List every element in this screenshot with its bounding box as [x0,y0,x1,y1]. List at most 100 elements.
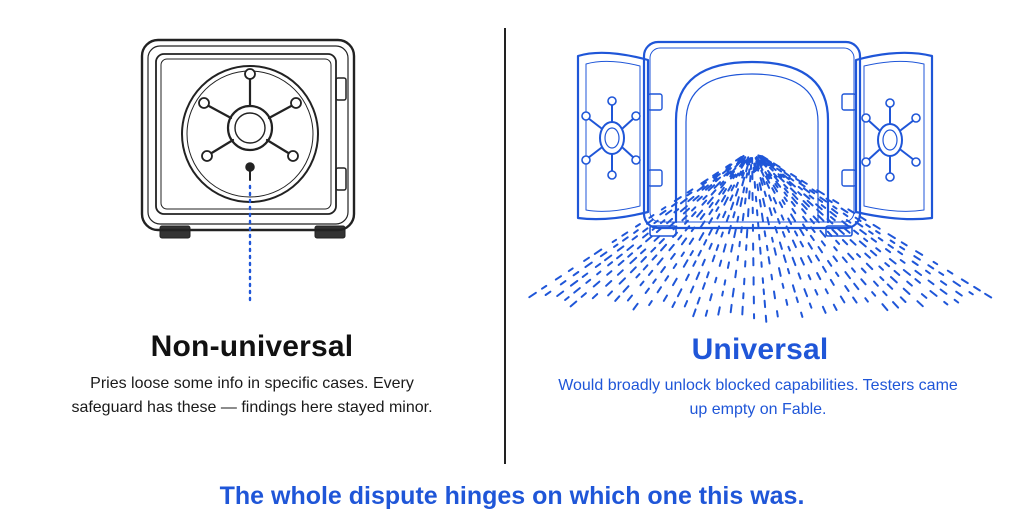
ray-dash [783,187,789,194]
ray-dash [885,248,892,254]
ray-dash [787,217,793,225]
ray-dash [706,271,710,279]
ray-dash [659,209,667,216]
ray-dash [621,231,629,237]
ray-dash [626,244,635,251]
ray-dash [914,278,921,284]
ray-dash [721,290,724,297]
ray-dash [808,194,815,200]
ray-dash [758,199,762,208]
ray-dash [708,227,714,236]
ray-dash [642,227,649,233]
ray-dash [803,193,811,200]
ray-dash [606,270,613,276]
ray-dash [741,172,745,179]
ray-dash [718,259,723,267]
ray-dash [656,257,664,266]
ray-dash [704,184,713,191]
ray-dash [573,287,581,294]
ray-dash [556,290,565,297]
ray-dash [696,195,703,202]
ray-dash [865,262,874,271]
ray-dash [584,261,593,269]
ray-dash [753,162,757,173]
ray-dash [740,226,743,234]
ray-dash [648,300,653,307]
ray-dash [744,197,747,205]
ray-dash [708,208,714,216]
non-universal-heading: Non-universal [150,330,354,363]
ray-dash [888,258,897,265]
ray-dash [939,288,948,295]
ray-dash [825,197,833,204]
ray-dash [778,267,782,277]
ray-dash [583,256,590,262]
ray-dash [618,277,626,285]
ray-dash [670,252,676,260]
ray-dash [815,254,820,262]
ray-dash [564,296,570,301]
ray-dash [854,216,862,222]
ray-dash [899,245,906,251]
ray-dash [727,224,732,235]
ray-dash [819,229,827,238]
ray-dash [788,176,795,182]
ray-dash [729,173,735,180]
ray-dash [768,207,773,217]
ray-dash [567,267,574,273]
ray-dash [847,252,855,261]
ray-dash [658,238,665,245]
ray-dash [666,217,674,225]
ray-dash [746,157,750,166]
ray-dash [772,207,777,214]
ray-dash [701,258,706,267]
ray-dash [671,301,676,308]
ray-dash [701,199,708,206]
ray-dash [781,199,786,205]
ray-dash [877,236,884,242]
ray-dash [677,234,683,241]
ray-dash [765,175,771,184]
ray-dash [789,187,797,195]
ray-dash [775,180,782,188]
ray-dash [821,265,827,273]
ray-dash [632,302,639,311]
ray-dash [639,280,645,287]
ray-dash [955,290,963,297]
ray-dash [738,240,741,248]
ray-dash [829,278,835,286]
ray-dash [723,196,729,206]
ray-dash [779,167,786,173]
ray-dash [686,191,693,197]
ray-dash [892,301,900,309]
data-stream-rays [528,154,993,323]
ray-dash [771,187,776,194]
ray-dash [799,240,804,248]
ray-dash [580,292,587,298]
ray-dash [785,225,791,233]
ray-dash [734,161,742,168]
ray-dash [772,184,779,193]
ray-dash [899,259,906,264]
ray-dash [662,294,668,302]
ray-dash [748,190,751,200]
ray-dash [739,197,744,207]
ray-dash [776,310,779,318]
ray-dash [875,230,881,235]
ray-dash [872,223,881,230]
ray-dash [593,248,603,255]
ray-dash [616,253,623,260]
ray-dash [701,184,709,191]
ray-dash [893,269,901,276]
ray-dash [802,215,808,223]
ray-dash [864,297,869,303]
ray-dash [783,183,789,190]
ray-dash [699,213,706,220]
ray-dash [824,288,829,295]
ray-dash [878,265,884,271]
ray-dash [797,272,802,280]
ray-dash [689,250,694,257]
ray-dash [659,219,666,225]
ray-dash [797,185,803,191]
ray-dash [832,205,838,210]
